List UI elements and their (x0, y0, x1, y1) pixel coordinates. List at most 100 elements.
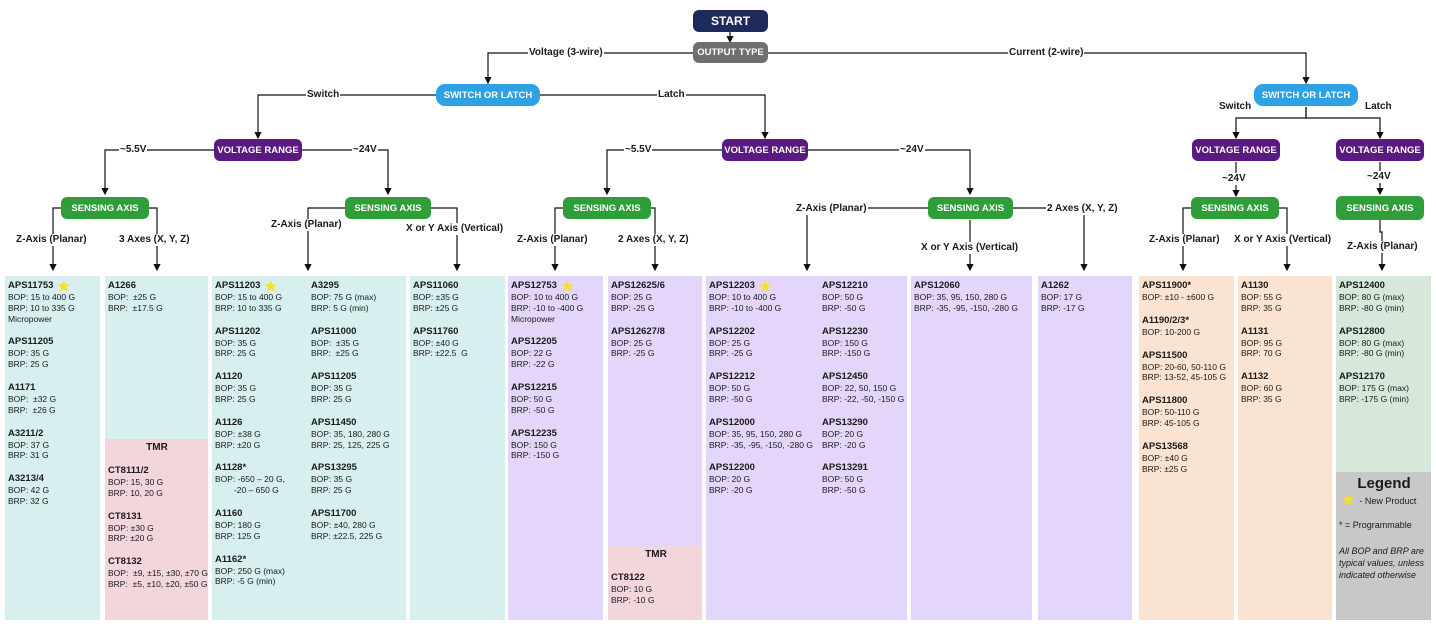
part-number: CT8132 (108, 556, 206, 568)
spec-line: BOP: 20 G (709, 474, 751, 485)
part-number: APS12200 (709, 462, 819, 474)
spec-line: BRP: 25 G (8, 359, 49, 370)
part-number: CT8111/2 (108, 465, 206, 477)
spec-line: BOP: 55 G (1241, 292, 1283, 302)
spec-line: BRP: ±22.5, 225 G (311, 530, 383, 541)
part-number-text: APS12202 (709, 325, 755, 337)
spec-line: BOP: 25 G (611, 292, 653, 302)
sensing-axis-node-2: SENSING AXIS (345, 197, 431, 219)
spec-line: BOP: -650 – 20 G, (215, 474, 285, 485)
voltage-range-node-current-switch: VOLTAGE RANGE (1192, 139, 1280, 161)
part-number: APS12753★ (511, 279, 601, 293)
part-number: A1128* (215, 462, 311, 474)
legend-title: Legend (1357, 475, 1411, 492)
part-number: APS11700 (311, 508, 405, 520)
output-type-node: OUTPUT TYPE (693, 42, 768, 63)
part-number-text: APS11753 (8, 280, 54, 291)
part-number: APS12450 (822, 371, 906, 383)
voltage-range-node-switch: VOLTAGE RANGE (214, 139, 302, 161)
part-number: A1190/2/3* (1142, 315, 1234, 327)
part-number: APS11205 (311, 371, 405, 383)
edge-label-24v-1: ~24V (352, 144, 378, 156)
spec-line: BRP: 45-105 G (1142, 417, 1200, 428)
spec-line: BRP: ±25 G (413, 302, 459, 313)
edge-label-24v-3: ~24V (1221, 173, 1247, 185)
spec-line: BOP: 35, 95, 150, 280 G (914, 292, 1008, 302)
part-number-text: APS13295 (311, 462, 357, 474)
part-number-text: APS12625/6 (611, 280, 665, 291)
spec-line: BOP: ±40 G (413, 337, 459, 348)
column-2-tmr (105, 439, 208, 620)
spec-line: BRP: 25 G (215, 348, 256, 359)
part-number-text: APS11205 (8, 336, 54, 348)
part-number: APS13568 (1142, 441, 1234, 453)
edge-label-latch: Latch (657, 89, 686, 101)
spec-line: BRP: ±26 G (8, 404, 56, 415)
part-number: APS11760 (413, 326, 503, 338)
part-number-text: APS13290 (822, 416, 868, 428)
part-number-text: APS13291 (822, 462, 868, 474)
part-number: APS12400 (1339, 280, 1431, 292)
part-number: APS11060 (413, 280, 503, 292)
spec-line: BOP: 17 G (1041, 292, 1083, 302)
part-number-text: A1128* (215, 462, 247, 474)
part-number-text: APS11450 (311, 416, 357, 428)
spec-line: BOP: ±10 - ±600 G (1142, 292, 1215, 302)
edge-label-latch-current: Latch (1364, 101, 1393, 113)
spec-line: BOP: 80 G (max) (1339, 337, 1405, 348)
column-6-tmr (608, 546, 702, 620)
spec-line: BOP: 35, 95, 150, 280 G (709, 428, 803, 439)
legend-box (1336, 472, 1431, 620)
spec-line: BRP: -150 G (511, 450, 560, 461)
spec-line: BRP: 70 G (1241, 348, 1282, 359)
spec-line: BRP: -175 G (min) (1339, 393, 1409, 404)
product-entry: A1128*BOP: -650 – 20 G, -20 – 650 G (215, 462, 311, 496)
spec-line: BOP: 22, 50, 150 G (822, 383, 897, 394)
new-product-star-icon: ★ (758, 278, 772, 294)
part-number-text: A1171 (8, 381, 36, 393)
part-number: APS12212 (709, 371, 819, 383)
spec-line: BRP: -22 G (511, 359, 555, 370)
part-number-text: APS11500 (1142, 349, 1188, 361)
part-number: A1132 (1241, 371, 1331, 383)
column-8 (911, 276, 1032, 620)
spec-line: BRP: 32 G (8, 495, 49, 506)
part-number-text: APS12210 (822, 280, 868, 291)
edge-label-z-planar-2: Z-Axis (Planar) (270, 219, 343, 231)
spec-line: BOP: 37 G (8, 439, 50, 450)
voltage-range-node-latch: VOLTAGE RANGE (722, 139, 808, 161)
part-number: APS12060 (914, 280, 1032, 292)
legend-programmable: * = Programmable (1339, 520, 1412, 530)
voltage-range-node-current-latch: VOLTAGE RANGE (1336, 139, 1424, 161)
part-number: A1262 (1041, 280, 1131, 292)
spec-line: BRP: ±17.5 G (108, 302, 163, 313)
part-number-text: APS12000 (709, 416, 755, 428)
part-number: APS13290 (822, 417, 906, 429)
new-product-star-icon: ★ (264, 278, 277, 294)
spec-line: BRP: ±20 G (215, 439, 261, 450)
spec-line: BRP: -20 G (822, 439, 866, 450)
sensing-axis-node-1: SENSING AXIS (61, 197, 149, 219)
edge-label-5v-2: ~5.5V (624, 144, 653, 156)
part-number: APS11000 (311, 326, 405, 338)
spec-line: BOP: ±35 G (413, 292, 459, 302)
spec-line: BRP: -80 G (min) (1339, 348, 1405, 359)
spec-line: BRP: -50 G (709, 393, 753, 404)
